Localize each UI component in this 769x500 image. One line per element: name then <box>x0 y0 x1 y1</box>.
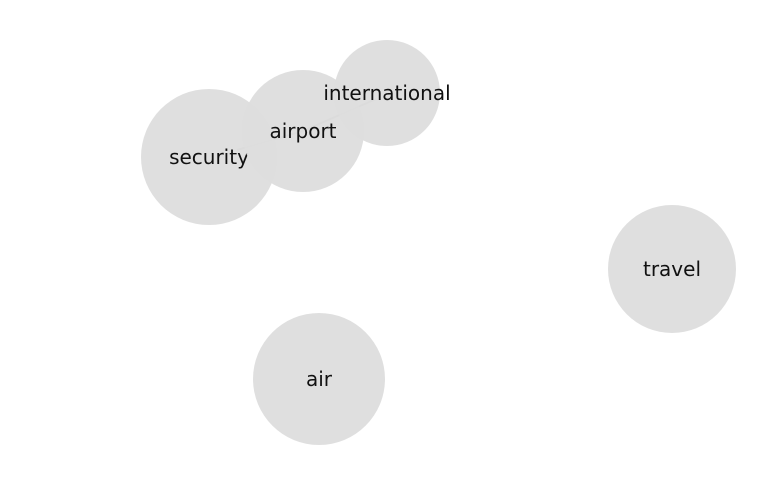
node-travel-label: travel <box>643 257 701 281</box>
node-air: air <box>253 313 385 445</box>
node-airport-label: airport <box>269 119 336 143</box>
node-travel-circle <box>608 205 736 333</box>
node-air-circle <box>253 313 385 445</box>
node-airport: airport <box>242 70 364 192</box>
node-airport-circle <box>242 70 364 192</box>
node-international-label: international <box>323 81 450 105</box>
nodes-layer: security airport international travel ai… <box>141 40 736 445</box>
node-travel: travel <box>608 205 736 333</box>
node-security-label: security <box>169 145 249 169</box>
node-international: international <box>323 40 451 146</box>
node-air-label: air <box>306 367 333 391</box>
node-international-circle <box>334 40 440 146</box>
